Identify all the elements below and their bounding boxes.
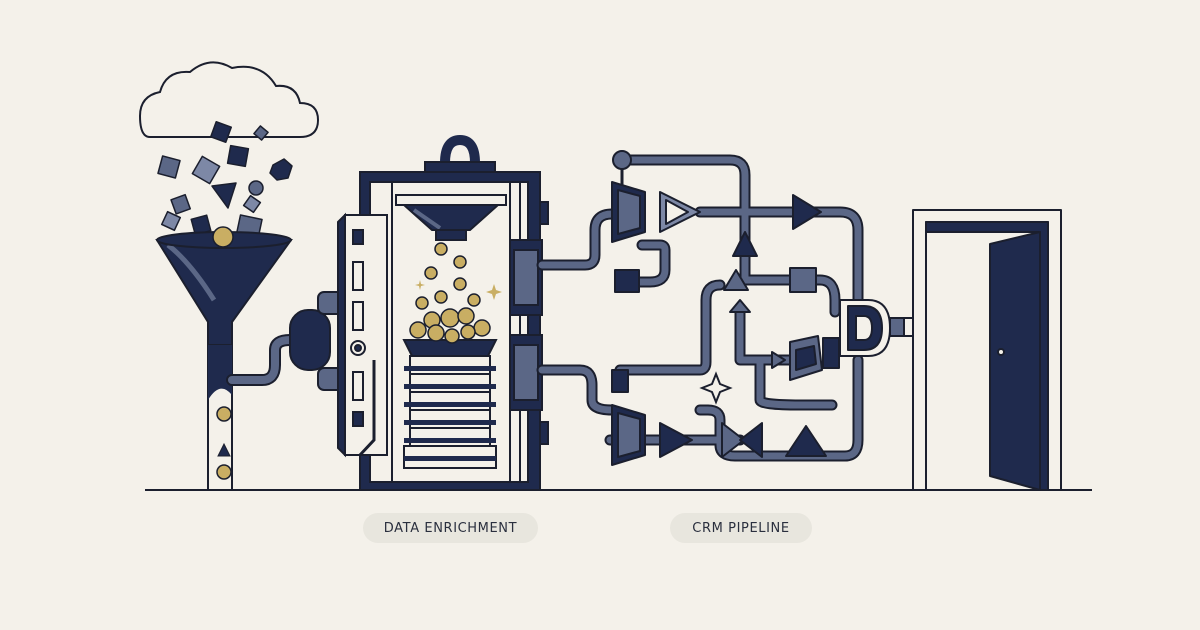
exit-door-icon [912, 209, 1062, 491]
funnel-icon [155, 226, 293, 491]
crm-pipeline-label: CRM PIPELINE [670, 513, 812, 543]
crm-pipeline-icon [536, 154, 864, 462]
intake-valve [289, 309, 331, 371]
cloud-icon [138, 61, 320, 138]
sparkle-icon [699, 371, 733, 405]
connector-pipe [226, 334, 296, 386]
pipeline-nodes [611, 150, 891, 466]
sparkles [415, 280, 502, 300]
raw-data-shapes [157, 120, 293, 242]
data-enrichment-label: DATA ENRICHMENT [363, 513, 538, 543]
enrichment-machine-icon [337, 134, 549, 491]
enriched-data-balls [409, 242, 491, 344]
